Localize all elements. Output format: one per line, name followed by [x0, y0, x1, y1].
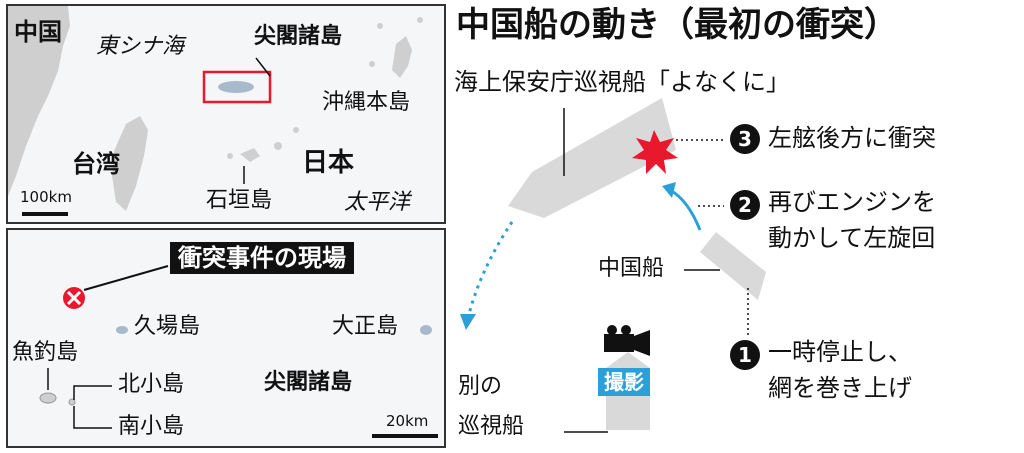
island-dot: [274, 142, 282, 150]
ship-movement-diagram: 中国船の動き（最初の衝突） 海上保安庁巡視船「よなくに」 中国船 別の 巡視船 …: [448, 0, 1024, 453]
island-dot: [377, 23, 383, 29]
label-uotsuri: 魚釣島: [12, 340, 79, 365]
other-patrol-label-line1: 別の: [458, 374, 503, 399]
label-kuba: 久場島: [134, 314, 201, 339]
label-east-china-sea: 東シナ海: [96, 34, 185, 59]
step2-text-line1: 再びエンジンを: [768, 188, 936, 216]
step2-badge: 2: [730, 190, 760, 220]
coast-guard-label: 海上保安庁巡視船「よなくに」: [454, 68, 790, 96]
turn-arrowhead: [662, 182, 676, 198]
ishigaki-landmass: [240, 148, 260, 162]
label-minamiko: 南小島: [118, 414, 185, 439]
senkaku-leader: [255, 57, 271, 77]
detail-map: 衝突事件の現場 久場島 大正島 魚釣島 北小島 尖閣諸島 南小島 20km: [6, 228, 446, 448]
camera-body: [604, 334, 634, 352]
diagram-graphics: [460, 98, 766, 433]
label-kitako: 北小島: [118, 372, 185, 397]
label-senkaku-detail: 尖閣諸島: [264, 370, 353, 395]
camera-reel: [621, 325, 631, 335]
island-dot: [227, 153, 233, 159]
scale-label: 100km: [20, 188, 72, 206]
escape-arrow: [466, 221, 514, 319]
label-japan: 日本: [302, 148, 355, 178]
island-dot: [369, 61, 375, 67]
label-taiwan: 台湾: [72, 150, 120, 178]
collision-star: [632, 130, 678, 174]
label-pacific: 太平洋: [344, 190, 411, 215]
uotsuri-island: [39, 392, 57, 404]
label-taisho: 大正島: [332, 314, 399, 339]
scale-label: 20km: [386, 412, 429, 430]
kitako-leader: [73, 385, 112, 400]
turn-arrow: [669, 188, 702, 231]
china-landmass: [8, 6, 70, 196]
diagram-title: 中国船の動き（最初の衝突）: [456, 5, 898, 45]
incident-leader: [83, 265, 169, 291]
step3-text: 左舷後方に衝突: [768, 124, 936, 152]
incident-label: 衝突事件の現場: [170, 242, 354, 274]
taiwan-landmass: [112, 116, 148, 211]
step3-badge: 3: [730, 124, 760, 154]
kitako-island: [68, 398, 76, 406]
label-okinawa: 沖縄本島: [322, 90, 411, 115]
overview-map-graphics: [8, 6, 423, 216]
step1-badge: 1: [730, 340, 760, 370]
senkaku-area: [218, 81, 254, 93]
minamiko-leader: [73, 406, 112, 429]
camera-reel: [607, 325, 617, 335]
label-ishigaki: 石垣島: [206, 188, 273, 213]
okinawa-landmass: [392, 36, 412, 78]
coast-guard-ship: [508, 98, 676, 218]
label-china: 中国: [14, 18, 62, 46]
incident-marker-cross: [66, 290, 82, 306]
step2-text-line2: 動かして左旋回: [768, 224, 936, 252]
escape-arrowhead: [460, 314, 476, 330]
senkaku-highlight-box: [202, 70, 272, 104]
island-dot: [417, 17, 423, 23]
island-dot: [293, 127, 299, 133]
taisho-island: [420, 325, 432, 335]
step1-text-line2: 網を巻き上げ: [768, 374, 912, 402]
overview-map: 中国 東シナ海 尖閣諸島 沖縄本島 台湾 日本 石垣島 太平洋 100km: [6, 4, 446, 224]
filming-label: 撮影: [598, 368, 650, 396]
label-senkaku: 尖閣諸島: [254, 24, 343, 49]
detail-map-graphics: [39, 265, 438, 438]
chinese-ship: [700, 232, 766, 300]
kuba-island: [116, 326, 128, 334]
other-patrol-label-line2: 巡視船: [458, 414, 525, 439]
camera-lens: [634, 330, 650, 356]
chinese-ship-label: 中国船: [598, 256, 665, 281]
step1-text-line1: 一時停止し、: [768, 338, 912, 366]
